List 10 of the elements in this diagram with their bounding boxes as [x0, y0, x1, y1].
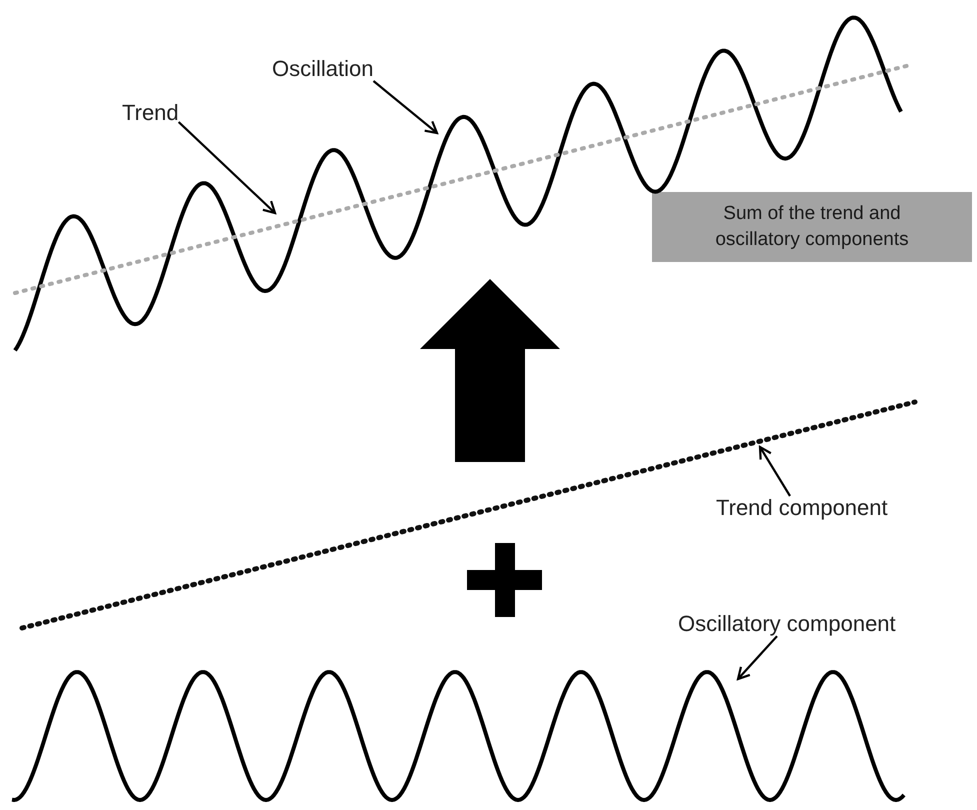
- callout-label: Oscillation: [272, 57, 374, 82]
- block-arrow: [420, 279, 560, 462]
- callout-label: Oscillatory component: [678, 612, 896, 636]
- callout-label: Trend: [122, 101, 179, 126]
- leader-arrow: [736, 635, 778, 680]
- leader-arrow: [372, 80, 438, 134]
- callout-label: Trend component: [716, 496, 888, 520]
- leader-arrow: [178, 121, 276, 214]
- leader-arrow: [758, 446, 791, 497]
- label-box: Sum of the trend and oscillatory components: [652, 192, 972, 262]
